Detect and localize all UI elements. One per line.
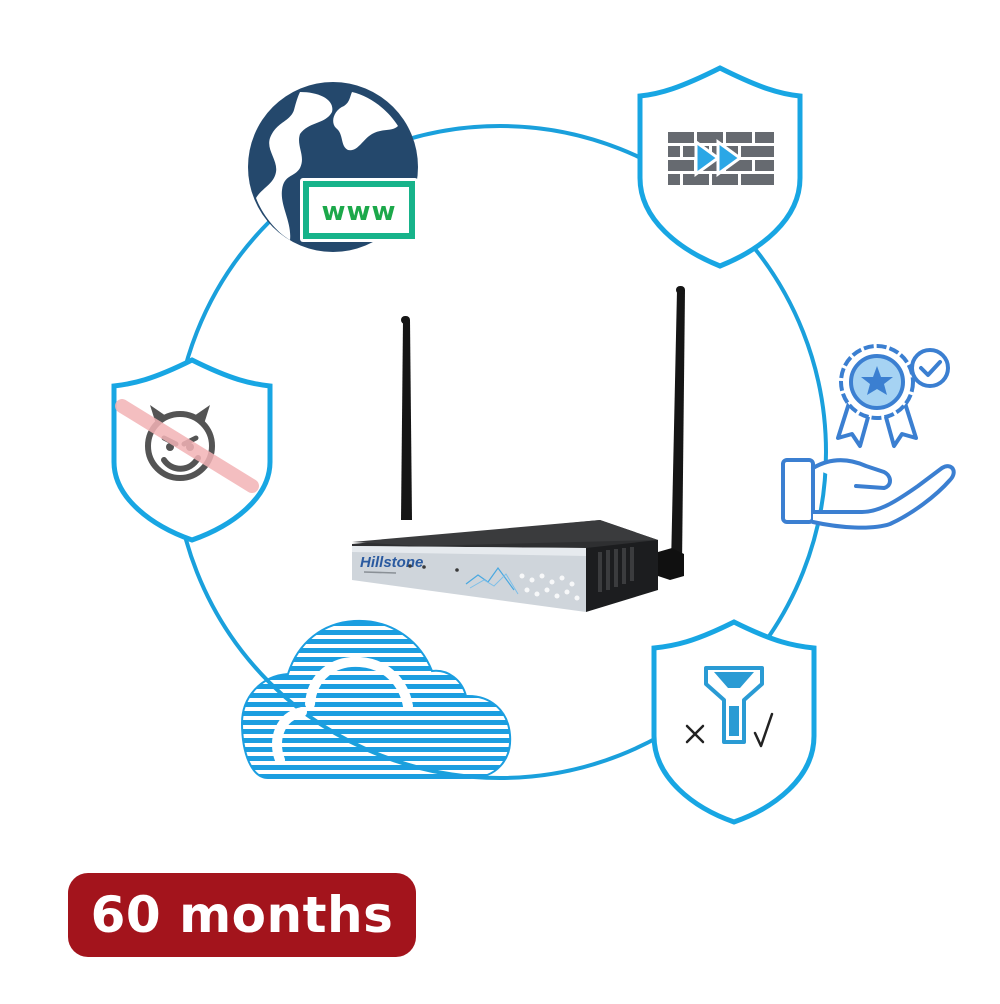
prohibited-strike bbox=[115, 399, 259, 493]
cloud-icon bbox=[240, 619, 512, 779]
cross-mark-icon bbox=[685, 724, 705, 744]
router-device: Hillstone bbox=[352, 286, 685, 612]
check-mark-icon bbox=[753, 712, 774, 748]
filter-shield-icon bbox=[651, 619, 817, 825]
warranty-duration-label: 60 months bbox=[90, 886, 394, 944]
quality-award-hand-icon bbox=[781, 344, 956, 530]
anti-malware-shield-icon bbox=[111, 357, 273, 543]
globe-web-icon: www bbox=[248, 82, 418, 252]
funnel-icon bbox=[704, 666, 764, 744]
fast-forward-icon bbox=[694, 139, 743, 177]
warranty-duration-badge: 60 months bbox=[68, 873, 416, 957]
firewall-shield-icon bbox=[637, 65, 803, 269]
www-label: www bbox=[321, 197, 396, 227]
device-brand-label: Hillstone bbox=[360, 554, 423, 571]
